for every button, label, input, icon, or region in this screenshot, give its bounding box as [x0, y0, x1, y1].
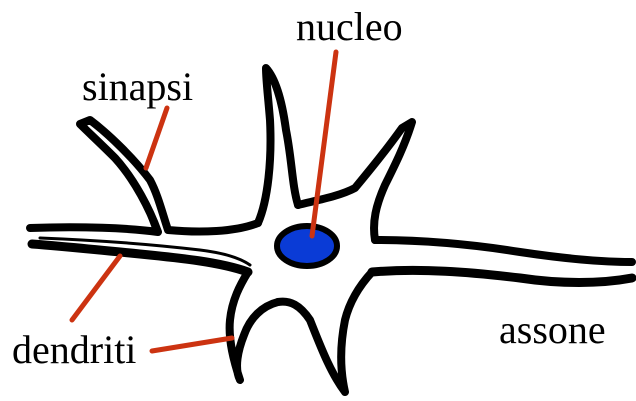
axon-bottom-outline: [372, 270, 632, 282]
dendrite-upper-outline: [30, 120, 258, 232]
nucleus-label: nucleo: [296, 4, 403, 49]
top-process-outline: [258, 68, 298, 223]
lower-right-process-outline: [278, 272, 372, 392]
dendrites-pointer-line-lower: [152, 338, 232, 351]
synapse-label: sinapsi: [82, 64, 193, 109]
dendrite-lower-outline: [32, 244, 248, 272]
lower-left-process-outline: [230, 272, 278, 380]
dendrites-pointer-line-upper: [72, 256, 120, 320]
axon-label: assone: [499, 307, 606, 352]
nucleus: [277, 226, 337, 266]
nucleus-pointer-line: [312, 52, 336, 236]
synapse-pointer-line: [146, 108, 167, 168]
dendrites-label: dendriti: [12, 327, 136, 372]
axon-top-outline: [375, 240, 632, 262]
